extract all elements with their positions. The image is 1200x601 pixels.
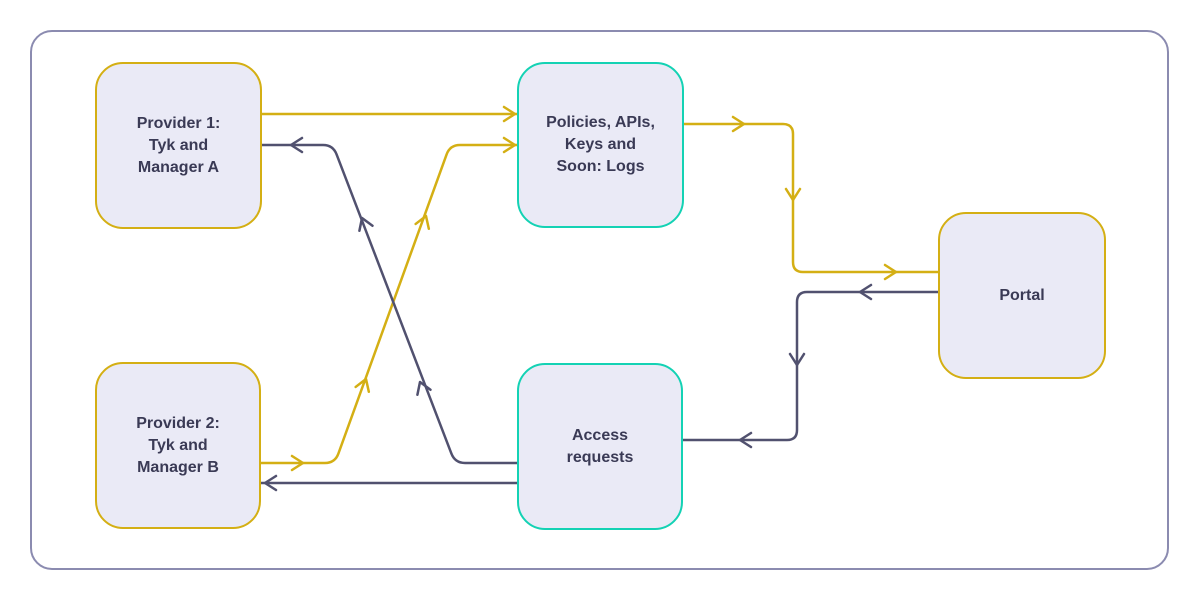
node-provider2: Provider 2: Tyk and Manager B [95,362,261,529]
node-policies: Policies, APIs, Keys and Soon: Logs [517,62,684,228]
node-label-line: Portal [999,286,1045,304]
node-label-line: Access [571,426,629,444]
node-label-line: Manager B [137,458,219,476]
node-label-line: Tyk and [148,436,208,454]
node-provider1: Provider 1: Tyk and Manager A [95,62,262,229]
node-label-line: Soon: Logs [556,158,645,175]
node-label-line: Tyk and [148,136,209,154]
node-portal: Portal [938,212,1106,379]
node-label-line: Manager A [137,158,220,176]
node-label-line: Provider 1: [136,114,221,132]
node-label-line: requests [566,448,634,466]
node-label-line: Provider 2: [136,414,220,432]
node-label-line: Policies, APIs, [546,114,655,131]
node-label-line: Keys and [564,136,637,153]
diagram-frame [30,30,1169,570]
node-access-requests: Access requests [517,363,683,530]
